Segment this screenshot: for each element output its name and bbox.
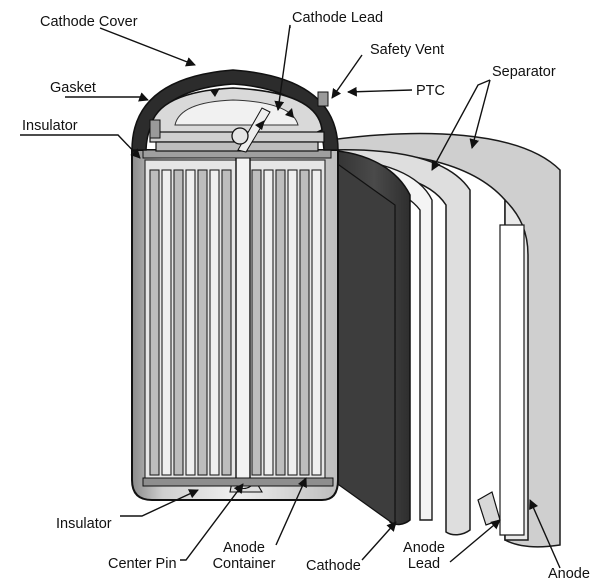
can-inner-cavity: [144, 159, 326, 483]
label-insulator-top: Insulator: [22, 118, 78, 134]
gasket: [131, 69, 339, 151]
vent-arrow-right: [285, 108, 294, 118]
leader-insulator-top: [20, 134, 141, 159]
safety-vent-hole: [231, 127, 249, 145]
electrode-stack: [149, 169, 322, 476]
vent-arrow-left: [210, 88, 220, 97]
label-center-pin: Center Pin: [108, 556, 177, 572]
label-separator: Separator: [492, 64, 556, 80]
leader-anode-container: [275, 477, 307, 546]
cap-assembly: [131, 69, 339, 153]
leader-cathode-cover: [99, 27, 196, 67]
battery-can: [131, 149, 339, 501]
label-gasket: Gasket: [50, 80, 96, 96]
label-anode-container-line2: Container: [212, 556, 276, 572]
label-anode-container-line1: Anode: [223, 540, 265, 556]
label-safety-vent: Safety Vent: [370, 42, 445, 58]
leader-gasket: [65, 92, 149, 102]
leader-cathode: [361, 521, 397, 561]
cap-crimp-right: [317, 91, 329, 107]
anode-sheet-lip: [499, 224, 525, 536]
center-pin: [235, 154, 251, 486]
electrode-rolls: [317, 132, 561, 548]
leader-center-pin: [180, 483, 244, 561]
leader-anode-lead: [449, 519, 501, 563]
label-anode-lead-line2: Lead: [407, 556, 441, 572]
leader-cathode-lead: [274, 24, 291, 111]
label-ptc: PTC: [416, 83, 445, 99]
leader-safety-vent: [331, 54, 363, 99]
label-cathode: Cathode: [306, 558, 361, 574]
leader-separator-b: [469, 79, 491, 149]
leader-lines: [20, 24, 561, 569]
label-anode: Anode: [548, 566, 590, 582]
label-cathode-lead: Cathode Lead: [292, 10, 384, 26]
cap-crimp-left: [149, 119, 161, 139]
label-insulator-bottom: Insulator: [56, 516, 112, 532]
label-cathode-cover: Cathode Cover: [40, 14, 138, 30]
vent-arrow-mid: [255, 120, 265, 130]
label-anode-lead: Anode Lead: [396, 540, 452, 572]
leader-separator-a: [431, 79, 491, 171]
label-anode-lead-line1: Anode: [403, 540, 445, 556]
label-anode-container: Anode Container: [208, 540, 280, 572]
leader-ptc: [347, 86, 413, 97]
leader-anode: [529, 499, 561, 569]
leader-insulator-bottom: [120, 489, 199, 517]
anode-lead-tab: [477, 491, 501, 526]
